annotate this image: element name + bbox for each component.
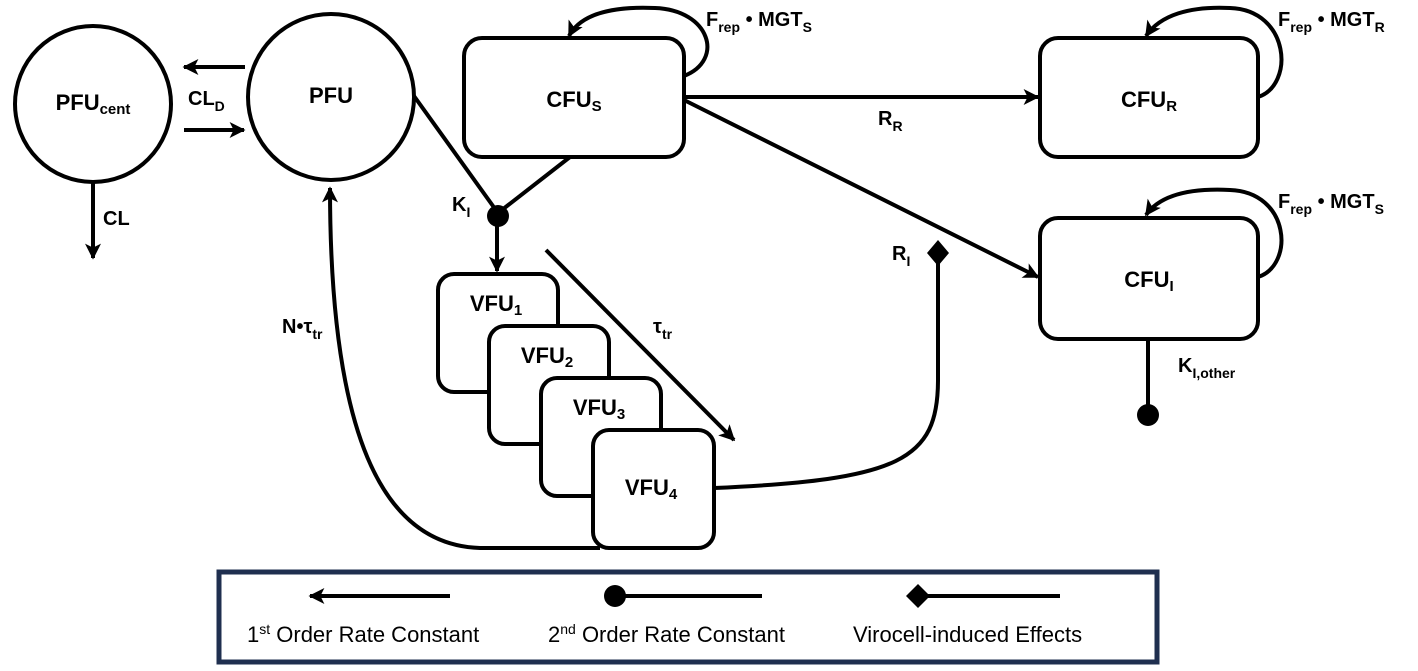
- node-pfu-label: PFU: [309, 83, 353, 108]
- edge-cfus-to-ki: [496, 155, 572, 215]
- edge-selfloop-cfur: [1144, 5, 1284, 99]
- edges: [85, 5, 1284, 550]
- label-frep-mgt-r: Frep • MGTR: [1278, 9, 1385, 35]
- edge-labels: CLD CL KI RR RI τtr N•τtr KI,other Frep …: [103, 9, 1385, 381]
- edge-selfloop-cfui: [1144, 187, 1284, 279]
- node-cfu-i: [1038, 216, 1260, 341]
- edge-transit-tau: [544, 248, 736, 442]
- node-cfu-r-label: CFUR: [1121, 87, 1177, 115]
- label-k-i: KI: [452, 194, 470, 220]
- node-pfu-cent-label: PFUcent: [56, 90, 131, 118]
- nodes: PFUcent PFU CFUS CFUR CFUI VFU1 VFU2 VFU…: [13, 12, 1260, 550]
- label-k-i-other: KI,other: [1178, 355, 1236, 381]
- legend-second-order-label: 2nd Order Rate Constant: [548, 621, 785, 647]
- ki-other-interaction-dot: [1137, 404, 1159, 426]
- legend: 1st Order Rate Constant 2nd Order Rate C…: [216, 569, 1160, 665]
- node-cfu-r: [1038, 36, 1260, 159]
- label-r-r: RR: [878, 108, 903, 134]
- legend-virocell-label: Virocell-induced Effects: [853, 622, 1082, 647]
- node-cfu-i-label: CFUI: [1124, 267, 1173, 295]
- node-vfu-1-label: VFU1: [470, 291, 522, 319]
- node-vfu-2-label: VFU2: [521, 343, 573, 371]
- legend-first-order-label: 1st Order Rate Constant: [247, 621, 479, 647]
- legend-second-order-dot: [604, 585, 626, 607]
- node-pfu-cent: [13, 24, 173, 184]
- node-vfu-3-label: VFU3: [573, 395, 625, 423]
- edge-pfu-to-ki: [412, 94, 500, 215]
- edge-vfu4-to-ri: [713, 262, 940, 490]
- ri-virocell-diamond: [927, 240, 949, 266]
- label-cl-d: CLD: [188, 88, 225, 114]
- edge-cfus-to-cfui: [683, 98, 1040, 279]
- label-frep-mgt-s-top: Frep • MGTS: [706, 9, 812, 35]
- edge-selfloop-cfus: [567, 5, 710, 78]
- edge-return-to-pfu: [322, 186, 600, 550]
- node-cfu-s-label: CFUS: [546, 87, 601, 115]
- label-n-tau-tr: N•τtr: [282, 316, 323, 342]
- label-tau-tr: τtr: [653, 316, 673, 342]
- node-pfu: [246, 12, 416, 182]
- node-cfu-s: [462, 36, 686, 159]
- legend-virocell-diamond: [906, 584, 930, 608]
- node-vfu-4: [591, 428, 716, 550]
- legend-box: [216, 569, 1160, 665]
- label-frep-mgt-s-i: Frep • MGTS: [1278, 191, 1384, 217]
- label-r-i: RI: [892, 243, 910, 269]
- label-cl: CL: [103, 208, 130, 230]
- node-vfu-4-label: VFU4: [625, 475, 678, 503]
- ki-interaction-dot: [487, 205, 509, 227]
